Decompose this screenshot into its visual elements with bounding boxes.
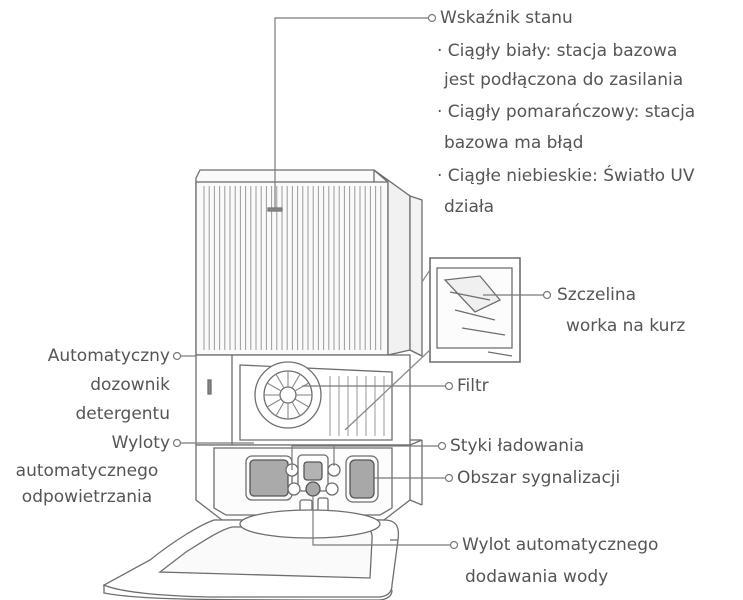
signal-area-label: Obszar sygnalizacji — [457, 468, 621, 488]
callout-lines — [172, 13, 552, 550]
status-indicator-line-3: · Ciągły pomarańczowy: stacja — [437, 102, 696, 122]
status-indicator-line-4: bazowa ma błąd — [444, 133, 584, 153]
dust-bin-ribs — [203, 186, 382, 350]
status-indicator-line-6: działa — [444, 197, 495, 217]
dust-bag-slot-label-2: worka na kurz — [566, 316, 686, 336]
detergent-dispenser-label-2: dozownik — [90, 375, 170, 395]
signal-area — [349, 459, 375, 499]
filter-label: Filtr — [457, 376, 489, 396]
vent-outlets-label-3: odpowietrzania — [21, 487, 153, 507]
status-indicator-line-2: jest podłączona do zasilania — [444, 70, 684, 90]
water-outlet — [287, 481, 339, 517]
dust-bag-slot-label-1: Szczelina — [557, 285, 637, 305]
dust-bag-slot-inset — [429, 257, 521, 363]
vent-outlet — [249, 459, 289, 497]
status-indicator-light — [267, 207, 283, 212]
base-plate — [102, 509, 400, 600]
status-indicator-line-5: · Ciągłe niebieskie: Światło UV — [437, 166, 695, 186]
vent-outlets-label-1: Wyloty — [111, 433, 170, 453]
charging-contacts-label: Styki ładowania — [450, 436, 585, 456]
detergent-dispenser-label-1: Automatyczny — [47, 346, 170, 366]
rear-panel — [409, 195, 423, 358]
water-outlet-label-1: Wylot automatycznego — [462, 535, 659, 555]
status-indicator-line-1: · Ciągły biały: stacja bazowa — [437, 41, 678, 61]
signal-area-frame — [345, 455, 379, 503]
water-outlet-label-2: dodawania wody — [465, 567, 609, 587]
filter-fan — [239, 361, 393, 441]
status-indicator-title: Wskaźnik stanu — [440, 8, 573, 28]
vent-outlet-frame — [245, 455, 293, 501]
detergent-dispenser-label-3: detergentu — [75, 404, 170, 424]
vent-outlets-label-2: automatycznego — [15, 461, 159, 481]
